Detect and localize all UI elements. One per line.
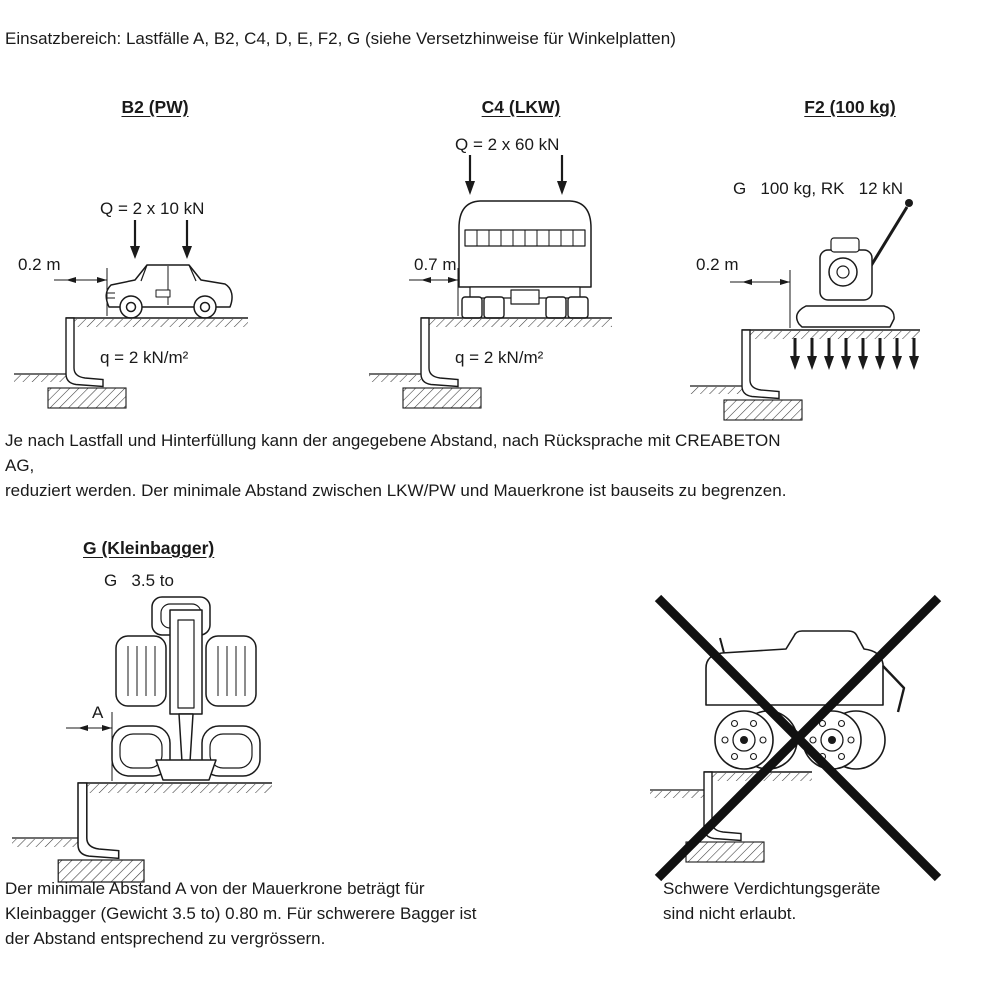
excavator-illustration <box>111 596 261 781</box>
b2-title: B2 (PW) <box>121 97 189 117</box>
c4-distance-label: 0.7 m <box>414 255 457 274</box>
b2-diagram <box>14 220 248 409</box>
f2-diagram <box>690 199 920 421</box>
f2-retaining-wall <box>723 329 803 421</box>
b2-point-load-label: Q = 2 x 10 kN <box>100 199 205 218</box>
g-distance-letter-label: A <box>92 703 104 722</box>
c4-title: C4 (LKW) <box>481 97 561 117</box>
c4-ground-hatch <box>421 319 612 327</box>
b2-load-arrows-icon <box>130 220 192 259</box>
b2-distance-label: 0.2 m <box>18 255 61 274</box>
f2-lower-ground-hatch <box>690 387 742 394</box>
g-lower-ground-hatch <box>12 839 78 847</box>
f2-distributed-load-arrows-icon <box>790 338 919 370</box>
f2-ground-hatch <box>742 331 920 339</box>
prohibition-cross-icon <box>654 594 942 882</box>
c4-point-load-label: Q = 2 x 60 kN <box>455 135 560 154</box>
f2-load-label: G 100 kg, RK 12 kN <box>733 179 904 198</box>
f2-title: F2 (100 kg) <box>804 97 896 117</box>
b2-lower-ground-hatch <box>14 375 66 382</box>
c4-load-arrows-icon <box>465 155 567 195</box>
plate-compactor-illustration <box>795 199 913 328</box>
b2-ground-hatch <box>66 319 248 327</box>
c4-surcharge-label: q = 2 kN/m² <box>455 348 544 367</box>
c4-dimension <box>409 268 459 316</box>
g-dimension <box>66 712 113 781</box>
kleinbagger-diagram <box>12 596 272 883</box>
middle-note-text: Je nach Lastfall und Hinterfüllung kann … <box>5 431 787 500</box>
forbidden-note-text: Schwere Verdichtungsgeräte sind nicht er… <box>663 879 881 923</box>
b2-surcharge-label: q = 2 kN/m² <box>100 348 189 367</box>
f2-dimension <box>730 270 791 328</box>
forbidden-lower-ground-hatch <box>650 791 704 798</box>
g-retaining-wall <box>57 782 145 883</box>
f2-distance-label: 0.2 m <box>696 255 739 274</box>
car-illustration <box>105 264 233 319</box>
g-load-label: G 3.5 to <box>104 571 174 590</box>
forbidden-diagram <box>650 594 942 882</box>
kleinbagger-note-text: Der minimale Abstand A von der Mauerkron… <box>5 879 477 948</box>
g-ground-hatch <box>78 784 272 793</box>
intro-text: Einsatzbereich: Lastfälle A, B2, C4, D, … <box>5 29 676 48</box>
c4-lower-ground-hatch <box>369 375 421 382</box>
b2-dimension <box>54 268 108 316</box>
g-title: G (Kleinbagger) <box>83 538 215 558</box>
truck-illustration <box>458 200 592 319</box>
c4-diagram <box>369 155 612 409</box>
